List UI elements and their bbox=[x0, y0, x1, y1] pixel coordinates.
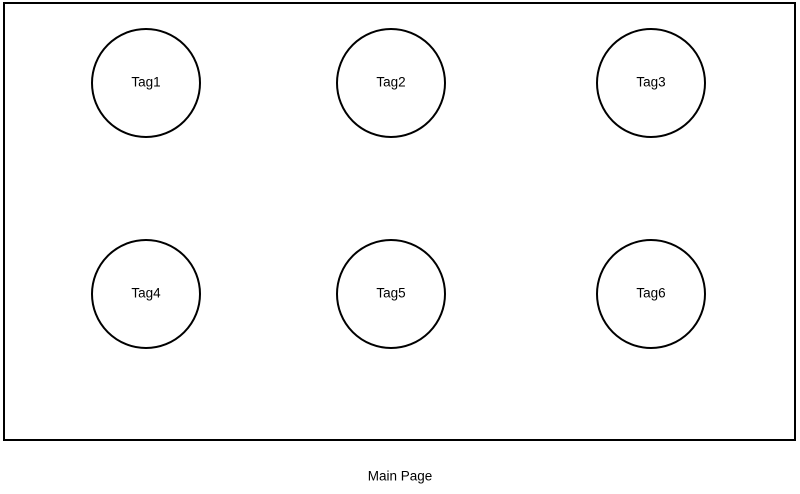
tag-node-tag2[interactable]: Tag2 bbox=[336, 28, 446, 138]
tag-node-shape[interactable] bbox=[596, 28, 706, 138]
main-page-caption: Main Page bbox=[368, 469, 433, 484]
tag-node-shape[interactable] bbox=[336, 239, 446, 349]
tag-node-shape[interactable] bbox=[596, 239, 706, 349]
tag-node-tag1[interactable]: Tag1 bbox=[91, 28, 201, 138]
tag-node-tag5[interactable]: Tag5 bbox=[336, 239, 446, 349]
tag-node-label: Tag5 bbox=[376, 286, 405, 301]
tag-node-label: Tag1 bbox=[131, 75, 160, 90]
tag-node-label: Tag4 bbox=[131, 286, 161, 301]
tag-node-label: Tag6 bbox=[636, 286, 665, 301]
tag-node-shape[interactable] bbox=[91, 28, 201, 138]
tag-node-label: Tag3 bbox=[636, 75, 665, 90]
tag-node-shape[interactable] bbox=[91, 239, 201, 349]
tag-node-tag4[interactable]: Tag4 bbox=[91, 239, 201, 349]
tag-node-shape[interactable] bbox=[336, 28, 446, 138]
tag-node-tag6[interactable]: Tag6 bbox=[596, 239, 706, 349]
tag-node-tag3[interactable]: Tag3 bbox=[596, 28, 706, 138]
tag-node-label: Tag2 bbox=[376, 75, 405, 90]
